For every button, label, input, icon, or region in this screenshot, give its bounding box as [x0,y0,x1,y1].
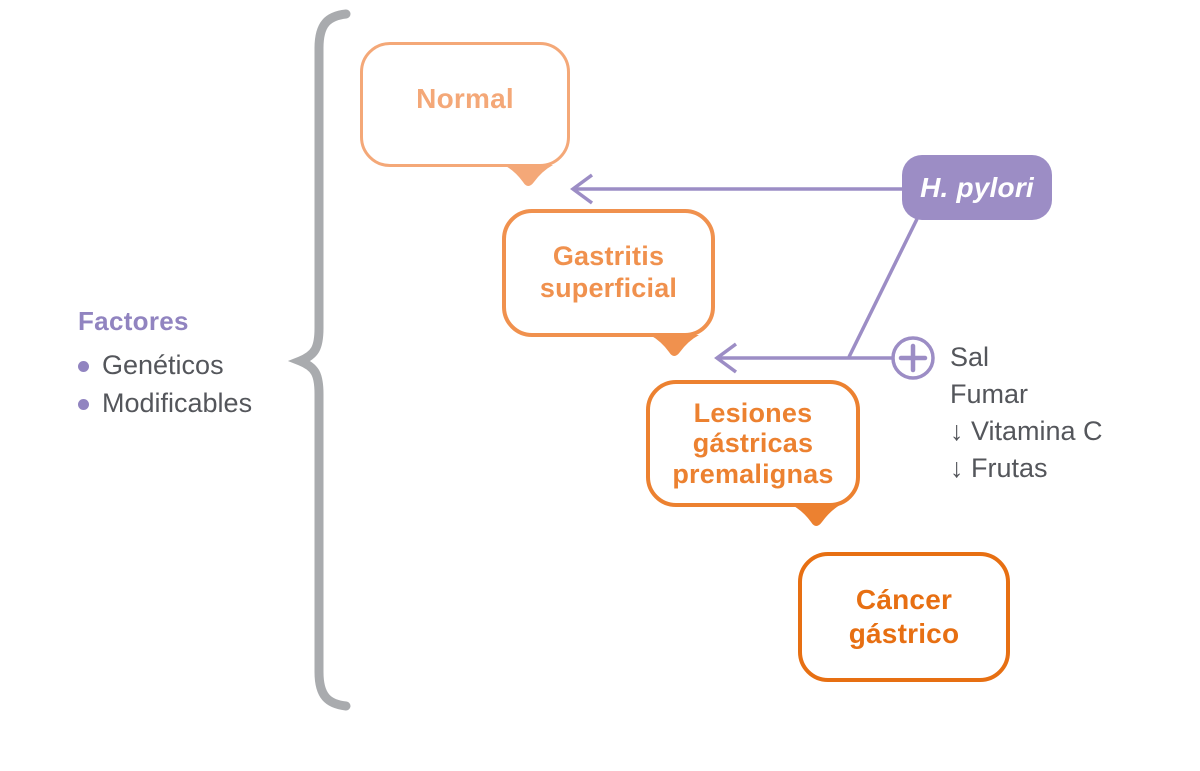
arrowhead-icon [570,173,594,205]
stage-box-normal: Normal [360,42,570,167]
factor-label: Modificables [102,388,253,418]
curly-brace [287,9,351,711]
hpylori-diagonal-line [847,218,919,358]
stage-box-cancer-gastrico: Cáncer gástrico [798,552,1010,682]
factor-item-geneticos: Genéticos [78,346,252,384]
arrowhead-icon [714,342,738,374]
plus-circle-icon [891,336,935,380]
bullet-icon [78,360,89,372]
stage-box-lesiones-gastricas-premalignas: Lesiones gástricas premalignas [646,380,860,507]
factor-item-modificables: Modificables [78,384,252,422]
speech-tail-gastritis [650,335,699,356]
factors-title: Factores [78,306,189,336]
speech-tail-lesiones [792,505,840,526]
stage-box-gastritis-superficial: Gastritis superficial [502,209,715,337]
hpylori-node: H. pylori [902,155,1052,220]
cofactor-fumar: Fumar [950,379,1029,409]
arrow-hpylori-to-gastritis [570,173,902,205]
plus-circle-outline [891,336,935,380]
cofactor-vitamina-c: ↓ Vitamina C [950,416,1103,446]
cofactor-frutas: ↓ Frutas [950,453,1048,483]
speech-tail-normal [504,165,553,186]
factor-label: Genéticos [102,350,224,380]
bullet-icon [78,398,89,410]
arrow-cofactors-to-lesiones [714,342,893,374]
cofactor-sal: Sal [950,342,990,372]
factors-legend: Factores Genéticos Modificables [78,306,252,422]
cofactor-list: Sal Fumar ↓ Vitamina C ↓ Frutas [950,339,1103,487]
